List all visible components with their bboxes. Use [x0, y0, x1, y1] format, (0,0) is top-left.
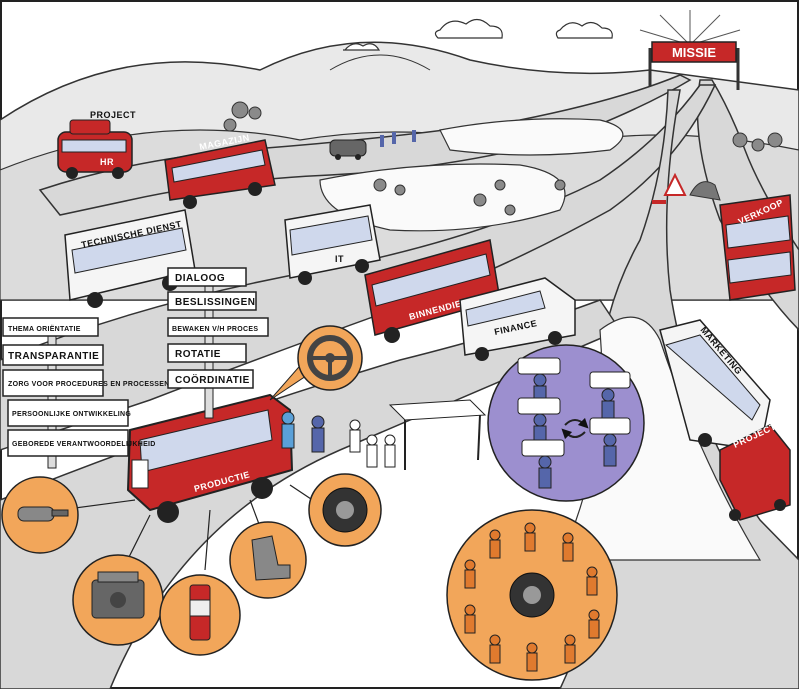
bus-magazijn: MAGAZIJN: [164, 132, 276, 209]
signpost-center: DIALOOG BESLISSINGEN BEWAKEN V/H PROCES …: [167, 267, 269, 419]
car-group: [329, 130, 416, 160]
part-bubbles: [1, 473, 382, 656]
signpost-left: THEMA ORIËNTATIE TRANSPARANTIE ZORG VOOR…: [2, 317, 170, 469]
sign-thema-orientatie: THEMA ORIËNTATIE: [8, 325, 81, 333]
bus-productie: PRODUCTIE: [126, 393, 294, 523]
sign-rotatie: ROTATIE: [175, 349, 221, 360]
sign-verantwoordelijkheid: GEBOREDE VERANTWOORDELIJKHEID: [12, 441, 156, 448]
collaboration-circle: [487, 344, 645, 502]
mission-label: MISSIE: [672, 45, 716, 60]
bus-finance: FINANCE: [459, 277, 576, 361]
steering-wheel-icon: [307, 335, 353, 381]
bus-it: IT: [284, 204, 381, 285]
road-work: [652, 172, 721, 204]
bus-hr-roof-label: PROJECT: [90, 110, 136, 120]
sign-beslissingen: BESLISSINGEN: [175, 297, 255, 308]
bus-marketing: MARKETING: [659, 319, 771, 459]
team-circle: [446, 509, 618, 681]
bus-hr-label: HR: [100, 157, 114, 167]
mission-banner: MISSIE: [648, 41, 740, 90]
engine-icon: [91, 571, 145, 619]
sign-dialoog: DIALOOG: [175, 273, 225, 284]
sign-bewaken-proces: BEWAKEN V/H PROCES: [172, 326, 258, 333]
sign-transparantie: TRANSPARANTIE: [8, 351, 99, 362]
exhaust-icon: [17, 506, 69, 522]
bus-hr: HR PROJECT: [57, 110, 136, 179]
steering-wheel-bubble: [269, 325, 363, 401]
road-work-sign-icon: [663, 172, 687, 196]
seat-icon: [251, 535, 291, 581]
bus-stop: [281, 399, 487, 470]
sign-procedures: ZORG VOOR PROCEDURES EN PROCESSEN: [8, 381, 170, 388]
tyre-icon: [322, 487, 368, 533]
sign-persoonlijke-ontwikkeling: PERSOONLIJKE ONTWIKKELING: [12, 411, 131, 418]
bus-verkoop: VERKOOP: [719, 194, 796, 301]
sign-coordinatie: COÖRDINATIE: [175, 373, 250, 386]
clouds: [343, 18, 613, 51]
trees: [223, 101, 783, 216]
bus-it-label: IT: [335, 254, 344, 264]
tyre-icon: [509, 572, 555, 618]
filter-icon: [189, 584, 211, 641]
bus-technische-dienst: TECHNISCHE DIENST: [64, 209, 196, 308]
